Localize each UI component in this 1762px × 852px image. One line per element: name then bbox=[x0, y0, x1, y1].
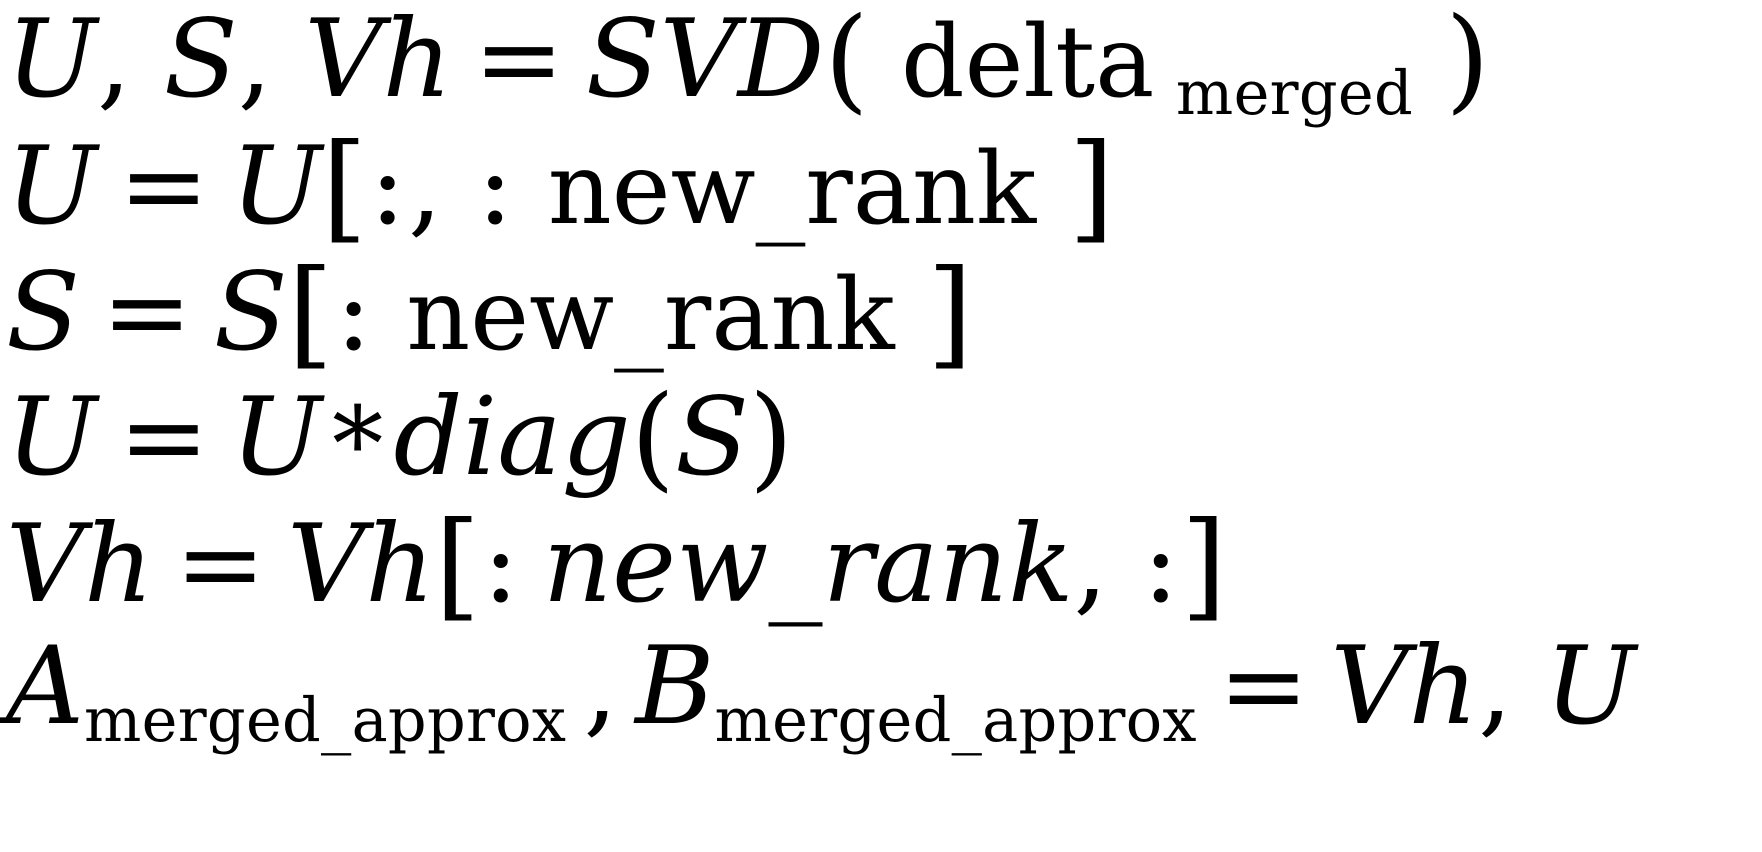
open-bracket: [ bbox=[287, 245, 334, 382]
equals-operator: = bbox=[473, 0, 565, 122]
variable-u-lhs: U bbox=[6, 124, 98, 249]
equation-line-vh-slice: Vh=Vh[:new_rank,:] bbox=[0, 498, 1762, 628]
close-paren: ) bbox=[1445, 0, 1490, 126]
comma-separator: , bbox=[237, 0, 273, 122]
slice-colon: : bbox=[1142, 502, 1179, 627]
open-bracket: [ bbox=[321, 119, 368, 256]
multiply-operator: * bbox=[332, 386, 384, 506]
close-bracket: ] bbox=[1068, 119, 1115, 256]
subscript-merged-approx: merged_approx bbox=[84, 686, 567, 757]
function-diag: diag bbox=[393, 375, 631, 500]
variable-vh-rhs: Vh bbox=[287, 502, 435, 627]
index-new-rank: new_rank bbox=[406, 258, 895, 373]
comma-separator: , bbox=[1073, 502, 1108, 627]
comma-separator: , bbox=[583, 624, 618, 749]
variable-vh-rhs: Vh bbox=[1330, 624, 1479, 749]
equals-operator: = bbox=[118, 124, 210, 249]
variable-u: U bbox=[6, 0, 98, 122]
argument-s: S bbox=[675, 375, 749, 500]
slice-colon: : bbox=[482, 502, 519, 627]
variable-a: A bbox=[6, 624, 84, 749]
index-new-rank: new_rank bbox=[547, 132, 1037, 247]
variable-u-rhs: U bbox=[1544, 624, 1636, 749]
subscript-merged-approx: merged_approx bbox=[714, 686, 1197, 757]
variable-u-lhs: U bbox=[6, 375, 98, 500]
equals-operator: = bbox=[175, 502, 266, 627]
slice-colon: : bbox=[476, 124, 514, 249]
variable-u-rhs: U bbox=[230, 124, 322, 249]
slice-colon: : bbox=[369, 124, 406, 249]
equals-operator: = bbox=[1218, 624, 1309, 749]
equals-operator: = bbox=[118, 375, 210, 500]
subscript-merged: merged bbox=[1175, 59, 1413, 130]
equation-line-u-scale: U=U*diag(S) bbox=[0, 372, 1762, 505]
comma-separator: , bbox=[1478, 624, 1513, 749]
variable-s-rhs: S bbox=[213, 250, 288, 375]
function-svd: SVD bbox=[585, 0, 825, 122]
close-bracket: ] bbox=[927, 245, 973, 382]
index-new-rank: new_rank bbox=[542, 502, 1074, 627]
open-paren: ( bbox=[824, 0, 869, 126]
argument-delta: delta bbox=[900, 5, 1155, 120]
slice-colon: : bbox=[335, 250, 372, 375]
close-paren: ) bbox=[749, 371, 794, 504]
variable-vh-lhs: Vh bbox=[6, 502, 154, 627]
comma-separator: , bbox=[407, 124, 443, 249]
equation-line-u-slice: U=U[:,:new_rank] bbox=[0, 120, 1762, 250]
close-bracket: ] bbox=[1180, 497, 1227, 634]
variable-s: S bbox=[163, 0, 238, 122]
variable-vh: Vh bbox=[304, 0, 453, 122]
variable-b: B bbox=[635, 624, 715, 749]
equation-line-ab-assign: Amerged_approx,Bmerged_approx=Vh,U bbox=[0, 624, 1762, 756]
variable-u-rhs: U bbox=[230, 375, 322, 500]
open-paren: ( bbox=[630, 371, 675, 504]
equals-operator: = bbox=[101, 250, 193, 375]
comma-separator: , bbox=[97, 0, 132, 122]
open-bracket: [ bbox=[434, 497, 481, 634]
variable-s-lhs: S bbox=[6, 250, 80, 375]
equation-line-s-slice: S=S[:new_rank] bbox=[0, 246, 1762, 376]
